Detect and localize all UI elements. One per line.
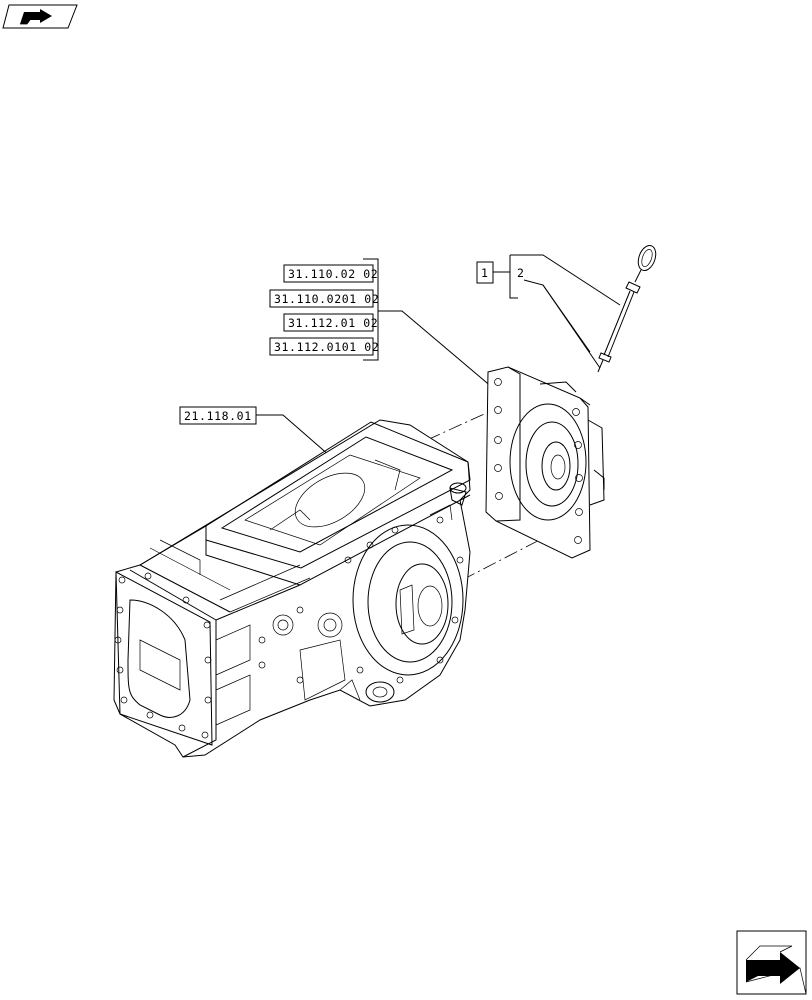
- item-box-label[interactable]: 1: [481, 266, 489, 280]
- rear-flange: [485, 366, 605, 559]
- ref-box-4[interactable]: [269, 337, 374, 356]
- alignment-lines: [426, 409, 556, 581]
- ref-box-2[interactable]: [269, 289, 374, 308]
- item-callout: 1 2: [476, 254, 621, 369]
- ref-box-1[interactable]: [283, 264, 374, 283]
- transmission-housing: [113, 419, 471, 758]
- next-page-icon[interactable]: [736, 930, 807, 995]
- ref-box-3[interactable]: [283, 313, 374, 332]
- ref-label-1[interactable]: 31.110.02 02: [288, 267, 378, 281]
- housing-ref-label[interactable]: 21.118.01: [184, 409, 252, 423]
- item-number-label[interactable]: 2: [517, 266, 525, 280]
- ref-label-4[interactable]: 31.112.0101 02: [274, 340, 379, 354]
- group-reference-callouts: 31.110.02 02 31.110.0201 02 31.112.01 02…: [269, 258, 494, 389]
- book-arrow-icon[interactable]: [2, 4, 78, 29]
- housing-reference-callout: 21.118.01: [179, 406, 331, 457]
- ref-label-3[interactable]: 31.112.01 02: [288, 316, 378, 330]
- ref-label-2[interactable]: 31.110.0201 02: [274, 292, 379, 306]
- dipstick: [597, 244, 657, 373]
